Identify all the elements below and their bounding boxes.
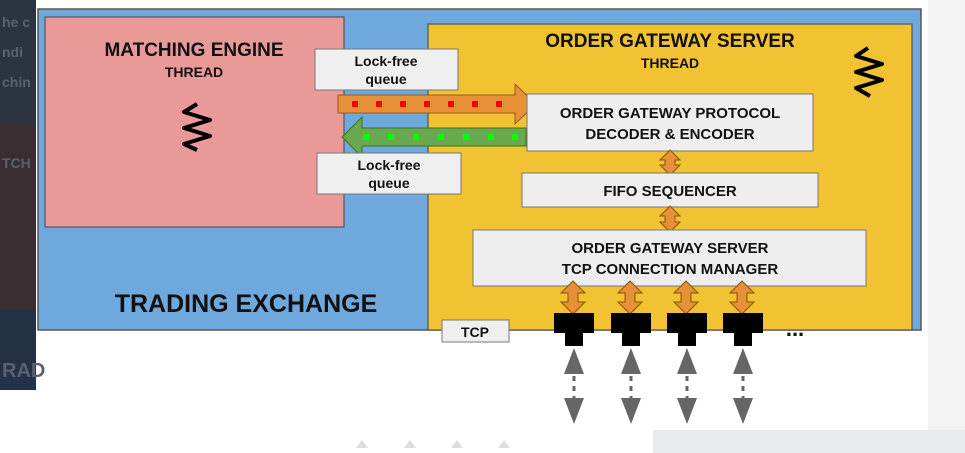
queue-bottom-line2: queue <box>368 175 409 191</box>
more-connections-ellipsis: ... <box>786 316 804 341</box>
client-connection-arrow <box>733 348 753 424</box>
client-connection-arrow <box>677 348 697 424</box>
protocol-line1: ORDER GATEWAY PROTOCOL <box>560 105 780 122</box>
tcp-socket-icon <box>723 313 763 346</box>
client-connection-arrow <box>564 348 584 424</box>
background-panel <box>928 0 965 430</box>
tcp-socket-icon <box>667 313 707 346</box>
queue-bottom-line1: Lock-free <box>357 157 420 173</box>
spring-icon <box>182 102 212 152</box>
tcp-manager-line2: TCP CONNECTION MANAGER <box>562 261 779 278</box>
gateway-subtitle: THREAD <box>641 55 699 71</box>
spring-icon <box>854 46 884 98</box>
trading-exchange-label: TRADING EXCHANGE <box>115 290 378 318</box>
queue-top-line2: queue <box>365 71 406 87</box>
background-text: chin <box>2 74 31 90</box>
lock-free-queue-bottom-label <box>316 152 462 195</box>
background-text: RAD <box>2 360 46 382</box>
matching-engine-box <box>44 16 345 228</box>
tcp-label: TCP <box>461 324 489 340</box>
tcp-connection-manager-box <box>472 229 867 287</box>
queue-top-line1: Lock-free <box>354 53 417 69</box>
background-panel <box>0 125 36 310</box>
background-text: TCH <box>2 155 31 171</box>
background-panel <box>0 310 36 390</box>
background-decoration <box>356 440 510 448</box>
lock-free-queue-top-label <box>314 48 459 91</box>
protocol-line2: DECODER & ENCODER <box>585 126 754 143</box>
tcp-socket-icon <box>554 313 594 346</box>
fifo-label: FIFO SEQUENCER <box>603 183 737 200</box>
inbound-queue-arrow <box>341 115 527 159</box>
tcp-socket-icon <box>611 313 651 346</box>
outbound-queue-arrow <box>337 82 537 126</box>
protocol-decoder-encoder-box <box>526 93 814 152</box>
background-text: he c <box>2 14 31 30</box>
matching-engine-title: MATCHING ENGINE <box>104 40 283 61</box>
matching-engine-subtitle: THREAD <box>165 64 223 80</box>
client-connection-arrow <box>621 348 641 424</box>
tcp-manager-line1: ORDER GATEWAY SERVER <box>572 240 769 257</box>
background-text: ndi <box>2 44 23 60</box>
gateway-title: ORDER GATEWAY SERVER <box>545 31 795 52</box>
tcp-label-box <box>441 319 510 343</box>
background-panel <box>653 430 965 453</box>
